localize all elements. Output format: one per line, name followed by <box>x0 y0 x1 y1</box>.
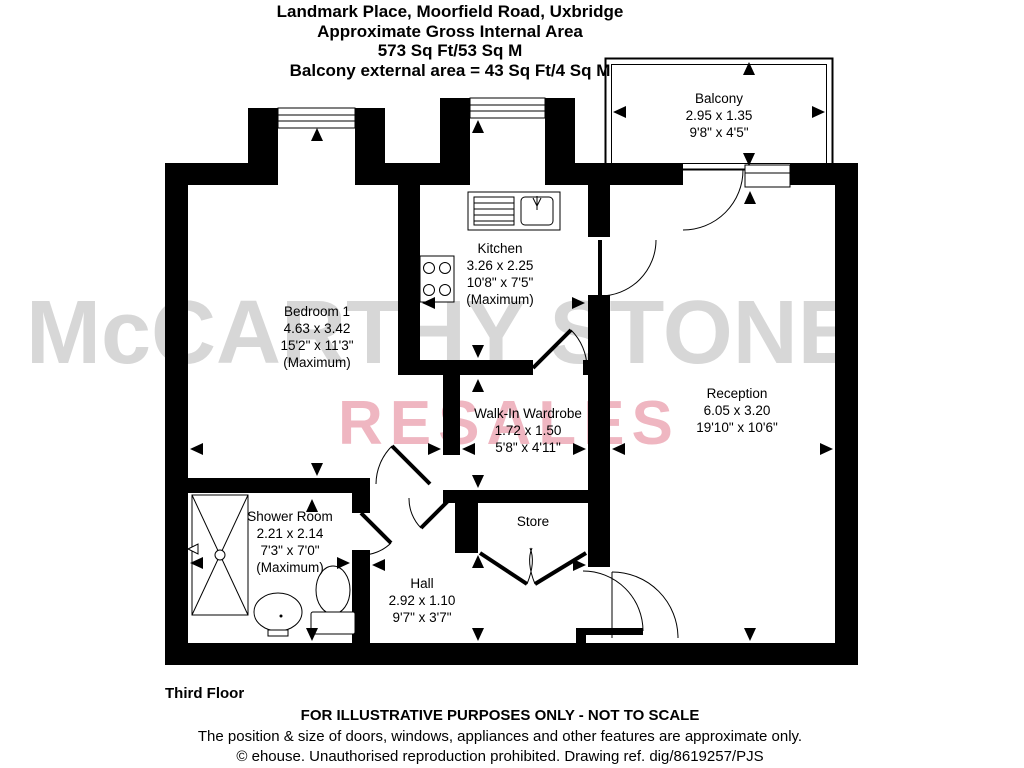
reception-label: Reception 6.05 x 3.20 19'10" x 10'6" <box>696 386 778 435</box>
svg-text:9'8" x 4'5": 9'8" x 4'5" <box>689 125 748 140</box>
svg-text:5'8" x 4'11": 5'8" x 4'11" <box>495 440 561 455</box>
svg-text:Balcony: Balcony <box>695 91 743 106</box>
balcony-label: Balcony 2.95 x 1.35 9'8" x 4'5" <box>686 91 753 140</box>
svg-text:2.21 x 2.14: 2.21 x 2.14 <box>257 526 324 541</box>
wardrobe-door <box>408 496 453 530</box>
bedroom-arrow-down <box>311 463 323 476</box>
hall-label: Hall 2.92 x 1.10 9'7" x 3'7" <box>389 576 456 625</box>
reception-arrow-up <box>744 191 756 204</box>
svg-text:(Maximum): (Maximum) <box>466 292 534 307</box>
balcony-area: Balcony external area = 43 Sq Ft/4 Sq M <box>289 60 611 80</box>
shower-arrow-left <box>190 557 203 569</box>
shower-enclosure <box>186 494 249 616</box>
reception-arrow-right <box>820 443 833 455</box>
svg-text:1.72 x 1.50: 1.72 x 1.50 <box>495 423 562 438</box>
disclaimer-approximate: The position & size of doors, windows, a… <box>197 728 803 745</box>
reception-arrow-down <box>744 628 756 641</box>
svg-text:Bedroom 1: Bedroom 1 <box>284 304 350 319</box>
internal-area: 573 Sq Ft/53 Sq M <box>377 41 523 60</box>
reception-arrow-left <box>612 443 625 455</box>
hob-icon <box>419 255 455 303</box>
balcony-arrow-left <box>613 106 626 118</box>
wardrobe-arrow-up <box>472 379 484 392</box>
bedroom-arrow-left <box>190 443 203 455</box>
svg-text:7'3" x 7'0": 7'3" x 7'0" <box>260 543 319 558</box>
svg-text:15'2" x 11'3": 15'2" x 11'3" <box>280 338 353 353</box>
shower-head-icon <box>186 543 199 555</box>
store-label: Store <box>517 514 549 529</box>
shower-arrow-down <box>306 628 318 641</box>
windows <box>277 97 791 188</box>
svg-text:Shower Room: Shower Room <box>247 509 333 524</box>
bedroom-arrow-right <box>428 443 441 455</box>
doors <box>359 169 744 639</box>
balcony-arrow-up <box>743 62 755 75</box>
bedroom-window <box>277 107 356 129</box>
hall-reception-door <box>611 571 679 639</box>
kitchen-arrow-right <box>572 297 585 309</box>
exterior-walls <box>165 98 858 665</box>
kitchen-reception-door <box>598 239 657 297</box>
toilet-icon <box>310 565 356 635</box>
kitchen-south-door <box>531 328 588 370</box>
kitchen-window <box>469 97 546 119</box>
svg-text:Walk-In Wardrobe: Walk-In Wardrobe <box>474 406 582 421</box>
svg-text:2.95 x 1.35: 2.95 x 1.35 <box>686 108 753 123</box>
property-address: Landmark Place, Moorfield Road, Uxbridge <box>276 2 624 21</box>
hall-arrow-right <box>573 559 586 571</box>
copyright-line: © ehouse. Unauthorised reproduction proh… <box>236 748 764 765</box>
wardrobe-label: Walk-In Wardrobe 1.72 x 1.50 5'8" x 4'11… <box>474 406 582 455</box>
svg-text:9'7" x 3'7": 9'7" x 3'7" <box>392 610 451 625</box>
entrance-door <box>582 570 644 635</box>
svg-text:10'8" x 7'5": 10'8" x 7'5" <box>467 275 534 290</box>
hall-arrow-left <box>372 559 385 571</box>
plan-header: Landmark Place, Moorfield Road, Uxbridge… <box>0 2 900 80</box>
basin-icon <box>253 592 303 637</box>
bedroom-arrow-up <box>311 128 323 141</box>
svg-text:4.63 x 3.42: 4.63 x 3.42 <box>284 321 351 336</box>
svg-text:Kitchen: Kitchen <box>477 241 522 256</box>
disclaimer-not-to-scale: FOR ILLUSTRATIVE PURPOSES ONLY - NOT TO … <box>300 707 700 724</box>
svg-text:2.92 x 1.10: 2.92 x 1.10 <box>389 593 456 608</box>
shower-arrow-right <box>337 557 350 569</box>
svg-text:3.26 x 2.25: 3.26 x 2.25 <box>467 258 534 273</box>
balcony-outline <box>604 57 834 171</box>
svg-text:19'10" x 10'6": 19'10" x 10'6" <box>696 420 778 435</box>
svg-text:(Maximum): (Maximum) <box>283 355 351 370</box>
floor-label: Third Floor <box>165 685 245 702</box>
kitchen-sink <box>467 191 561 231</box>
bedroom1-label: Bedroom 1 4.63 x 3.42 15'2" x 11'3" (Max… <box>280 304 353 370</box>
room-labels: Balcony 2.95 x 1.35 9'8" x 4'5" Kitchen … <box>247 91 778 625</box>
tap-icon <box>532 196 542 210</box>
kitchen-arrow-left <box>422 297 435 309</box>
kitchen-arrow-up <box>472 120 484 133</box>
bedroom-door <box>375 444 432 486</box>
balcony-arrow-right <box>812 106 825 118</box>
svg-text:Store: Store <box>517 514 549 529</box>
wardrobe-arrow-left <box>462 443 475 455</box>
store-double-doors <box>478 547 588 586</box>
area-heading: Approximate Gross Internal Area <box>317 21 583 41</box>
hall-arrow-up <box>472 555 484 568</box>
shower-label: Shower Room 2.21 x 2.14 7'3" x 7'0" (Max… <box>247 509 333 575</box>
dimension-arrows <box>190 62 833 641</box>
kitchen-label: Kitchen 3.26 x 2.25 10'8" x 7'5" (Maximu… <box>466 241 534 307</box>
svg-text:Hall: Hall <box>410 576 433 591</box>
svg-text:6.05 x 3.20: 6.05 x 3.20 <box>704 403 771 418</box>
shower-door <box>359 511 393 556</box>
wardrobe-arrow-down <box>472 475 484 488</box>
shower-arrow-up <box>306 499 318 512</box>
balcony-door <box>682 169 744 231</box>
svg-text:(Maximum): (Maximum) <box>256 560 324 575</box>
balcony-door-window <box>744 164 791 188</box>
fixtures <box>186 191 561 637</box>
resales-watermark: RESALES <box>338 389 680 458</box>
wardrobe-arrow-right <box>573 443 586 455</box>
balcony-arrow-down <box>743 153 755 166</box>
svg-text:Reception: Reception <box>707 386 768 401</box>
kitchen-arrow-down <box>472 345 484 358</box>
interior-walls <box>188 185 610 643</box>
hall-arrow-down <box>472 628 484 641</box>
